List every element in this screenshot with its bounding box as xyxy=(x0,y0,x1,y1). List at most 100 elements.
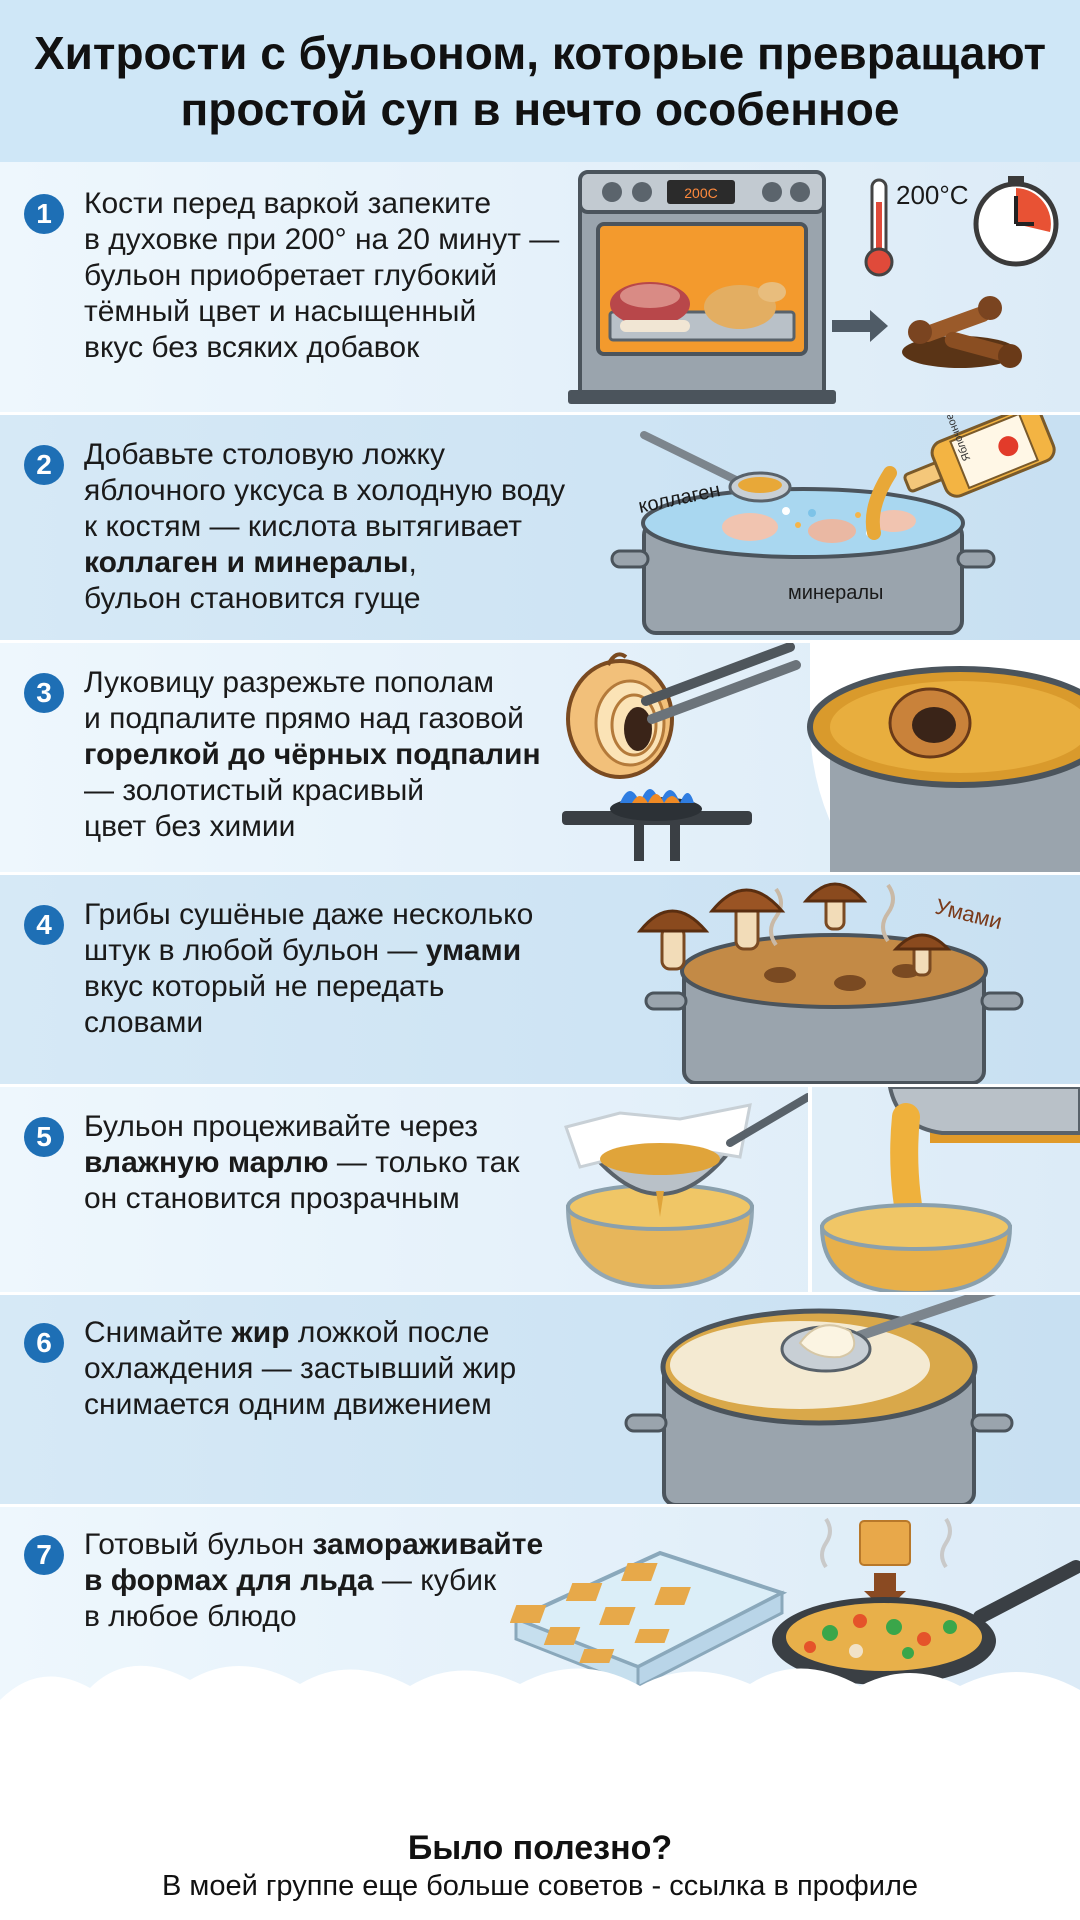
tip-bold-text: горелкой до чёрных подпалин xyxy=(84,738,541,771)
tip-line: в духовке при 200° на 20 минут — xyxy=(84,223,560,256)
fat-skimming-illustration xyxy=(624,1295,1014,1507)
tip-line: яблочного уксуса в холодную воду xyxy=(84,474,566,507)
tip-bold-text: замораживайте xyxy=(312,1528,544,1561)
onion-burner-illustration xyxy=(562,643,1080,875)
vinegar-bottle-icon: Яблочное xyxy=(903,415,1056,498)
tip-line: коллаген и минералы, xyxy=(84,545,584,581)
tip-line: тёмный цвет и насыщенный xyxy=(84,295,477,328)
spoon-icon xyxy=(780,1295,997,1373)
tip-number-badge: 2 xyxy=(24,445,64,485)
tip-line: Кости перед варкой запеките xyxy=(84,187,492,220)
timer-icon xyxy=(973,176,1059,267)
frying-pan-icon xyxy=(772,1560,1080,1685)
cloud-decoration xyxy=(0,1665,1080,1820)
thermometer-icon xyxy=(864,178,894,277)
tip-text: Готовый бульон замораживайте в формах дл… xyxy=(84,1527,584,1635)
tip-text: Снимайте жир ложкой после охлаждения — з… xyxy=(84,1315,584,1423)
mushroom-pot-illustration: Умами xyxy=(636,882,1024,1085)
footer-question: Было полезно? xyxy=(407,1829,673,1867)
tip-number-badge: 4 xyxy=(24,905,64,945)
title-line-2: простой суп в нечто особенное xyxy=(180,83,900,135)
arrow-icon xyxy=(832,310,888,342)
tip-text-prefix: Готовый бульон xyxy=(84,1528,313,1561)
tip-line: цвет без химии xyxy=(84,810,296,843)
tip-line: снимается одним движением xyxy=(84,1388,492,1421)
tip-line: бульон становится гуще xyxy=(84,582,421,615)
tip-4: 4 Грибы сушёные даже несколько штук в лю… xyxy=(0,872,1080,1087)
tip-line: Добавьте столовую ложку xyxy=(84,438,445,471)
tip-bold-text: умами xyxy=(425,934,522,967)
tip-5: 5 Бульон процеживайте через влажную марл… xyxy=(0,1084,1080,1295)
tip-2: 2 Добавьте столовую ложку яблочного уксу… xyxy=(0,412,1080,643)
oven-illustration: 200С 200°C xyxy=(568,170,1059,404)
umami-label: Умами xyxy=(933,894,1005,935)
tongs-icon xyxy=(641,643,801,724)
tip-bold-text: в формах для льда xyxy=(84,1564,374,1597)
tip-line: Снимайте жир ложкой после xyxy=(84,1315,584,1351)
tip-line: штук в любой бульон — умами xyxy=(84,933,584,969)
page-header: Хитрости с бульоном, которые превращают … xyxy=(0,0,1080,162)
tip-number-badge: 3 xyxy=(24,673,64,713)
tip-bold-text: жир xyxy=(231,1316,290,1349)
ice-tray-icon xyxy=(510,1550,788,1690)
tip-1: 1 Кости перед варкой запеките в духовке … xyxy=(0,162,1080,412)
mushroom-icon xyxy=(636,882,952,977)
title-line-1: Хитрости с бульоном, которые превращают xyxy=(33,27,1047,79)
oven-display-text: 200С xyxy=(684,185,717,201)
tip-text-suffix: — кубик xyxy=(373,1564,497,1597)
tip-line: Бульон процеживайте через xyxy=(84,1110,478,1143)
tip-6: 6 Снимайте жир ложкой после охлаждения —… xyxy=(0,1292,1080,1507)
tip-text: Луковицу разрежьте пополам и подпалите п… xyxy=(84,665,584,845)
pouring-pot-icon xyxy=(808,1087,1080,1295)
page-title: Хитрости с бульоном, которые превращают … xyxy=(34,25,1046,137)
minerals-label: минералы xyxy=(788,582,883,604)
tip-line: и подпалите прямо над газовой xyxy=(84,702,524,735)
tip-text-suffix: — только так xyxy=(328,1146,520,1179)
tip-number-badge: 6 xyxy=(24,1323,64,1363)
oven-icon: 200С xyxy=(568,170,836,404)
pot-icon xyxy=(610,487,996,635)
tip-text-suffix: , xyxy=(408,546,417,579)
tip-text-prefix: штук в любой бульон — xyxy=(84,934,426,967)
roasted-bones-icon xyxy=(902,296,1022,368)
pot-icon xyxy=(644,933,1024,1085)
tip-line: к костям — кислота вытягивает xyxy=(84,510,522,543)
tip-text-prefix: Снимайте xyxy=(84,1316,232,1349)
pot-vinegar-illustration: коллаген минералы Яблочное xyxy=(610,415,1056,635)
broth-cube-icon xyxy=(820,1517,952,1611)
tip-7: 7 Готовый бульон замораживайте в формах … xyxy=(0,1504,1080,1707)
tip-text: Грибы сушёные даже несколько штук в любо… xyxy=(84,897,584,1041)
page-footer: Было полезно? В моей группе еще больше с… xyxy=(0,1820,1080,1920)
tip-line: Луковицу разрежьте пополам xyxy=(84,666,494,699)
tip-line: Грибы сушёные даже несколько xyxy=(84,898,534,931)
tip-line: горелкой до чёрных подпалин xyxy=(84,737,584,773)
tip-line: бульон приобретает глубокий xyxy=(84,259,497,292)
tip-text: Кости перед варкой запеките в духовке пр… xyxy=(84,186,584,366)
ice-tray-illustration xyxy=(510,1517,1080,1690)
gas-burner-icon xyxy=(562,789,752,861)
tip-bold-text: влажную марлю xyxy=(84,1146,329,1179)
temperature-label: 200°C xyxy=(896,180,969,210)
tip-line: охлаждения — застывший жир xyxy=(84,1352,517,1385)
tip-number-badge: 5 xyxy=(24,1117,64,1157)
tip-line: вкус который не передать xyxy=(84,970,445,1003)
tip-text: Бульон процеживайте через влажную марлю … xyxy=(84,1109,584,1217)
tip-line: в формах для льда — кубик xyxy=(84,1563,584,1599)
tip-line: он становится прозрачным xyxy=(84,1182,460,1215)
broth-pot-icon xyxy=(807,643,1080,875)
tip-text-suffix: ложкой после xyxy=(289,1316,490,1349)
strainer-icon xyxy=(564,1093,812,1217)
tip-line: вкус без всяких добавок xyxy=(84,331,420,364)
tip-text: Добавьте столовую ложку яблочного уксуса… xyxy=(84,437,584,617)
tip-line: в любое блюдо xyxy=(84,1600,297,1633)
tip-bold-text: коллаген и минералы xyxy=(84,546,409,579)
spoon-icon xyxy=(640,431,792,503)
tip-line: влажную марлю — только так xyxy=(84,1145,584,1181)
tip-line: Готовый бульон замораживайте xyxy=(84,1527,584,1563)
tip-3: 3 Луковицу разрежьте пополам и подпалите… xyxy=(0,640,1080,875)
footer-subtitle: В моей группе еще больше советов - ссылк… xyxy=(161,1870,919,1902)
tip-line: словами xyxy=(84,1006,204,1039)
tip-line: — золотистый красивый xyxy=(84,774,425,807)
vinegar-stream xyxy=(865,466,897,540)
